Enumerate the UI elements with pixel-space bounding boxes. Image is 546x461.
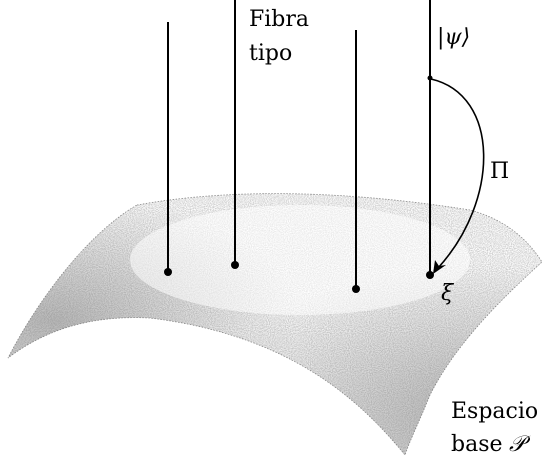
xi-label: ξ [441,281,455,306]
fiber-type-label-line2: tipo [249,41,292,66]
psi-label: |ψ⟩ [437,25,470,50]
fiber-3-base-point [352,285,360,293]
base-space-label-line1: Espacio [451,399,538,424]
projection-arrow [430,78,485,269]
fiber-4-base-point [426,271,434,279]
fiber-2-base-point [231,261,239,269]
projection-arrowhead [433,260,446,274]
base-space-symbol: 𝒫 [509,432,531,457]
fiber-1-base-point [164,268,172,276]
projection-label: Π [490,159,509,184]
base-space-label-line2: base [451,432,503,457]
fiber-type-label-line1: Fibra [249,7,309,32]
